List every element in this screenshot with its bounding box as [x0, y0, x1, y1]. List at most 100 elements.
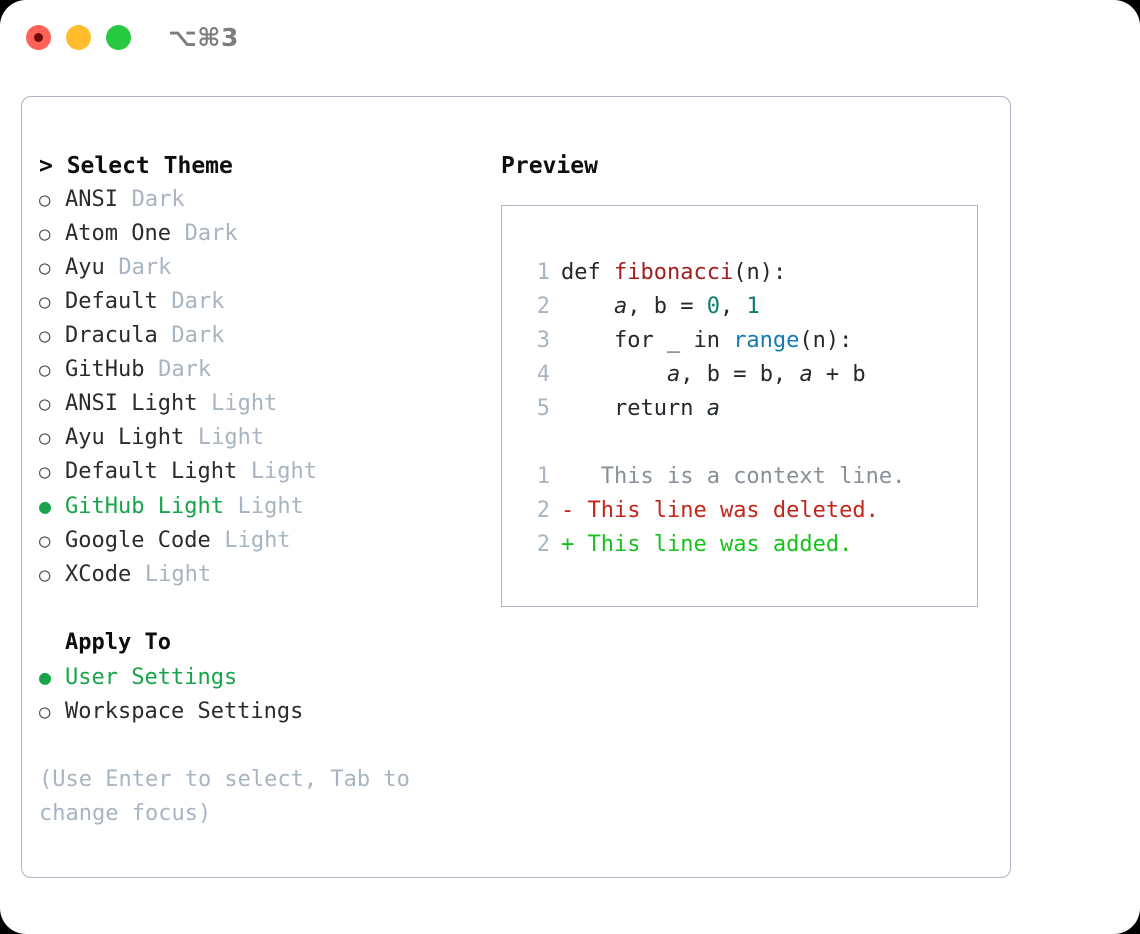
maximize-button[interactable] — [106, 25, 131, 50]
theme-option-google-code[interactable]: ○ Google Code Light — [39, 524, 489, 558]
apply-to-option-label: Workspace Settings — [65, 699, 304, 724]
diff-line-text: This line was added. — [574, 532, 853, 557]
apply-to-option-label: User Settings — [65, 665, 238, 690]
diff-marker: - — [561, 498, 575, 523]
code-token-plain: (n): — [733, 260, 787, 285]
code-token-plain — [561, 294, 614, 319]
code-sample: 1 def fibonacci(n):2 a, b = 0, 1 3 for _ i… — [524, 256, 977, 426]
radio-selected-icon: ● — [39, 494, 52, 518]
select-theme-heading: > Select Theme — [39, 153, 233, 179]
theme-option-github[interactable]: ○ GitHub Dark — [39, 353, 489, 387]
code-line: 5 return a — [524, 392, 977, 426]
diff-line-text: This line was deleted. — [574, 498, 879, 523]
close-button[interactable] — [26, 25, 51, 50]
radio-unselected-icon: ○ — [39, 701, 51, 723]
radio-unselected-icon: ○ — [39, 291, 51, 313]
code-line: 4 a, b = b, a + b — [524, 358, 977, 392]
code-token-var: a — [706, 396, 720, 421]
theme-variant-badge: Light — [144, 562, 212, 587]
theme-variant-badge: Dark — [158, 357, 212, 382]
code-line: 1 def fibonacci(n): — [524, 256, 977, 290]
radio-unselected-icon: ○ — [39, 359, 51, 381]
code-token-plain — [561, 362, 667, 387]
radio-unselected-icon: ○ — [39, 427, 51, 449]
keyboard-shortcut-label: ⌥⌘3 — [168, 23, 239, 52]
radio-unselected-icon: ○ — [39, 325, 51, 347]
code-line-text: def fibonacci(n): — [561, 256, 786, 290]
theme-variant-badge: Dark — [171, 289, 225, 314]
code-token-plain: , b = b, — [680, 362, 800, 387]
diff-line-context: 1 This is a context line. — [524, 460, 977, 494]
line-number: 2 — [536, 532, 550, 557]
theme-option-label: Google Code — [65, 528, 211, 553]
minimize-button[interactable] — [66, 25, 91, 50]
theme-option-label: Default Light — [65, 459, 238, 484]
theme-option-default[interactable]: ○ Default Dark — [39, 285, 489, 319]
preview-code-box: 1 def fibonacci(n):2 a, b = 0, 1 3 for _ i… — [501, 205, 978, 607]
diff-marker: + — [561, 532, 575, 557]
apply-to-option-workspace-settings[interactable]: ○ Workspace Settings — [39, 695, 489, 729]
radio-unselected-icon: ○ — [39, 564, 51, 586]
theme-option-label: Atom One — [65, 221, 171, 246]
theme-option-label: GitHub — [65, 357, 145, 382]
code-token-var: a — [799, 362, 813, 387]
theme-option-label: Dracula — [65, 323, 158, 348]
theme-option-label: XCode — [65, 562, 132, 587]
window-controls — [26, 25, 131, 50]
diff-line-text: This is a context line. — [574, 464, 906, 489]
theme-variant-badge: Dark — [118, 255, 172, 280]
preview-heading: Preview — [501, 153, 598, 179]
theme-option-label: Default — [65, 289, 158, 314]
theme-option-default-light[interactable]: ○ Default Light Light — [39, 455, 489, 489]
theme-option-atom-one[interactable]: ○ Atom One Dark — [39, 217, 489, 251]
theme-option-xcode[interactable]: ○ XCode Light — [39, 558, 489, 592]
apply-to-list: ● User Settings ○ Workspace Settings — [39, 660, 489, 729]
theme-option-label: GitHub Light — [65, 494, 224, 519]
code-token-var: a — [666, 362, 681, 387]
code-token-call: range — [733, 328, 800, 353]
code-token-plain: (n): — [799, 328, 853, 353]
radio-selected-icon: ● — [39, 665, 52, 689]
code-token-plain: for _ in — [561, 328, 734, 353]
theme-variant-badge: Dark — [184, 221, 238, 246]
line-number: 1 — [536, 260, 550, 285]
radio-unselected-icon: ○ — [39, 257, 51, 279]
code-token-plain: , b = — [627, 294, 707, 319]
code-token-var: a — [613, 294, 628, 319]
theme-option-label: ANSI Light — [65, 391, 198, 416]
code-token-num: 1 — [746, 294, 760, 319]
theme-option-label: Ayu — [65, 255, 105, 280]
theme-variant-badge: Light — [211, 391, 278, 416]
radio-unselected-icon: ○ — [39, 461, 51, 483]
code-spacer — [524, 426, 977, 460]
theme-variant-badge: Light — [224, 528, 291, 553]
code-line-text: a, b = b, a + b — [561, 358, 866, 392]
code-line: 2 a, b = 0, 1 — [524, 290, 977, 324]
theme-variant-badge: Light — [250, 459, 318, 484]
code-token-plain: + b — [812, 362, 866, 387]
diff-line-deleted: 2- This line was deleted. — [524, 494, 977, 528]
preview-column: Preview 1 def fibonacci(n):2 a, b = 0, 1 3… — [501, 149, 991, 607]
code-token-num: 0 — [706, 294, 720, 319]
theme-option-label: ANSI — [65, 187, 118, 212]
theme-variant-badge: Dark — [131, 187, 185, 212]
line-number: 3 — [536, 328, 550, 353]
apply-to-option-user-settings[interactable]: ● User Settings — [39, 660, 489, 695]
radio-unselected-icon: ○ — [39, 530, 51, 552]
theme-option-ayu[interactable]: ○ Ayu Dark — [39, 251, 489, 285]
line-number: 4 — [536, 362, 550, 387]
code-token-plain: return — [561, 396, 707, 421]
radio-unselected-icon: ○ — [39, 223, 51, 245]
code-line-text: return a — [561, 392, 720, 426]
line-number: 2 — [536, 498, 550, 523]
line-number: 1 — [536, 464, 550, 489]
apply-to-heading: Apply To — [65, 630, 171, 655]
keyboard-hint-text: (Use Enter to select, Tab to change focu… — [39, 767, 410, 826]
